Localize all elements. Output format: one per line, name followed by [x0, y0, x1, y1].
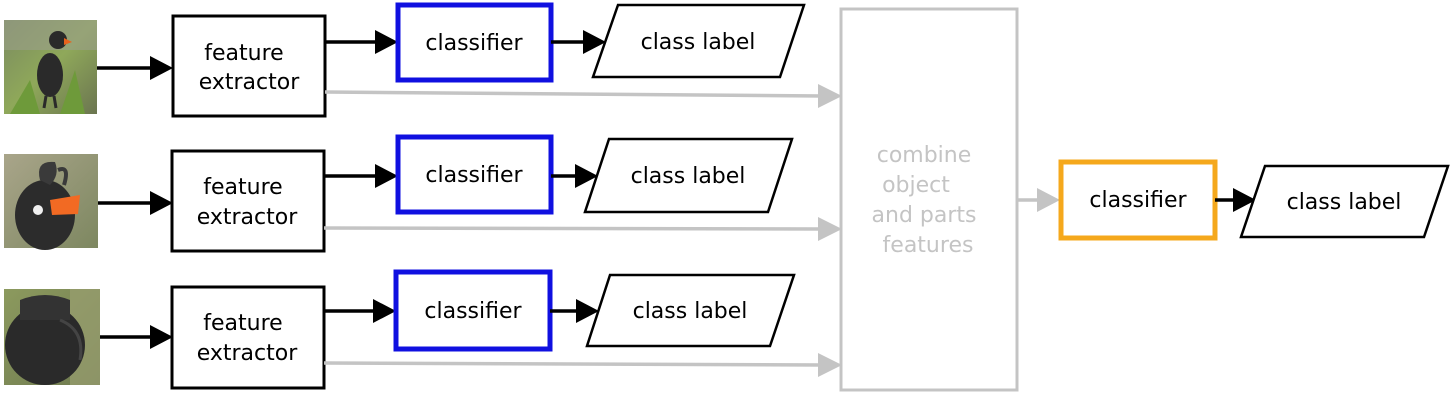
final-class-label-parallelogram — [1239, 164, 1450, 239]
feature-extractor-label-line2: extractor — [197, 205, 299, 230]
class-label-parallelogram-1 — [591, 3, 806, 79]
arrowhead — [575, 164, 598, 188]
gray-arrowhead — [818, 84, 842, 108]
final-stage: classifier class label — [1058, 159, 1450, 241]
feature-extractor-label-line2: extractor — [197, 341, 299, 366]
combine-label-line3: and parts — [872, 203, 977, 228]
arrowhead — [375, 164, 398, 188]
gray-arrowhead — [818, 353, 842, 377]
feature-extractor-box-3[interactable] — [170, 285, 326, 390]
class-label-text: class label — [641, 30, 756, 55]
arrowhead — [150, 56, 173, 80]
arrowhead — [1233, 188, 1256, 212]
feature-extractor-box-1[interactable] — [171, 14, 327, 118]
gray-arrow-features-to-combine-3 — [323, 361, 823, 367]
part-classifier-label: classifier — [425, 163, 523, 188]
feature-extractor-label-line1: feature — [203, 311, 282, 336]
arrowhead — [375, 30, 398, 54]
class-label-text: class label — [633, 299, 748, 324]
part-classifier-label: classifier — [425, 31, 523, 56]
gray-arrow-features-to-combine-1 — [324, 90, 823, 98]
combine-features-block: combine object and parts features — [839, 7, 1019, 392]
arrowhead — [150, 191, 173, 215]
arrowhead — [373, 299, 396, 323]
class-label-text: class label — [631, 164, 746, 189]
combine-label-line2: object — [882, 173, 950, 198]
part-classifier-label: classifier — [424, 299, 522, 324]
feature-extractor-label-line1: feature — [204, 41, 283, 66]
final-class-label-text: class label — [1287, 190, 1402, 215]
combine-features-box[interactable] — [839, 7, 1019, 392]
gray-arrowhead — [818, 217, 842, 241]
combine-label-line1: combine — [877, 143, 972, 168]
feature-extractor-label-line2: extractor — [199, 70, 301, 95]
arrowhead — [150, 325, 173, 349]
gray-arrowhead — [1037, 188, 1060, 212]
pipeline-row-3: feature extractor classifier class label — [4, 269, 842, 390]
class-label-parallelogram-2 — [583, 137, 794, 214]
arrowhead — [576, 299, 599, 323]
final-classifier-box[interactable] — [1058, 159, 1218, 241]
feature-extractor-box-2[interactable] — [170, 149, 326, 253]
bird-full-body-photo — [4, 20, 97, 114]
pipeline-row-2: feature extractor classifier class label — [4, 134, 842, 253]
final-classifier-label: classifier — [1089, 188, 1187, 213]
feature-extractor-label-line1: feature — [203, 175, 282, 200]
combine-label-line4: features — [883, 233, 974, 258]
bird-body-photo — [4, 289, 100, 385]
bird-head-photo — [4, 154, 98, 250]
arrowhead — [583, 30, 606, 54]
class-label-parallelogram-3 — [585, 273, 796, 348]
pipeline-row-1: feature extractor classifier class label — [4, 2, 842, 118]
gray-arrow-features-to-combine-2 — [323, 226, 823, 231]
